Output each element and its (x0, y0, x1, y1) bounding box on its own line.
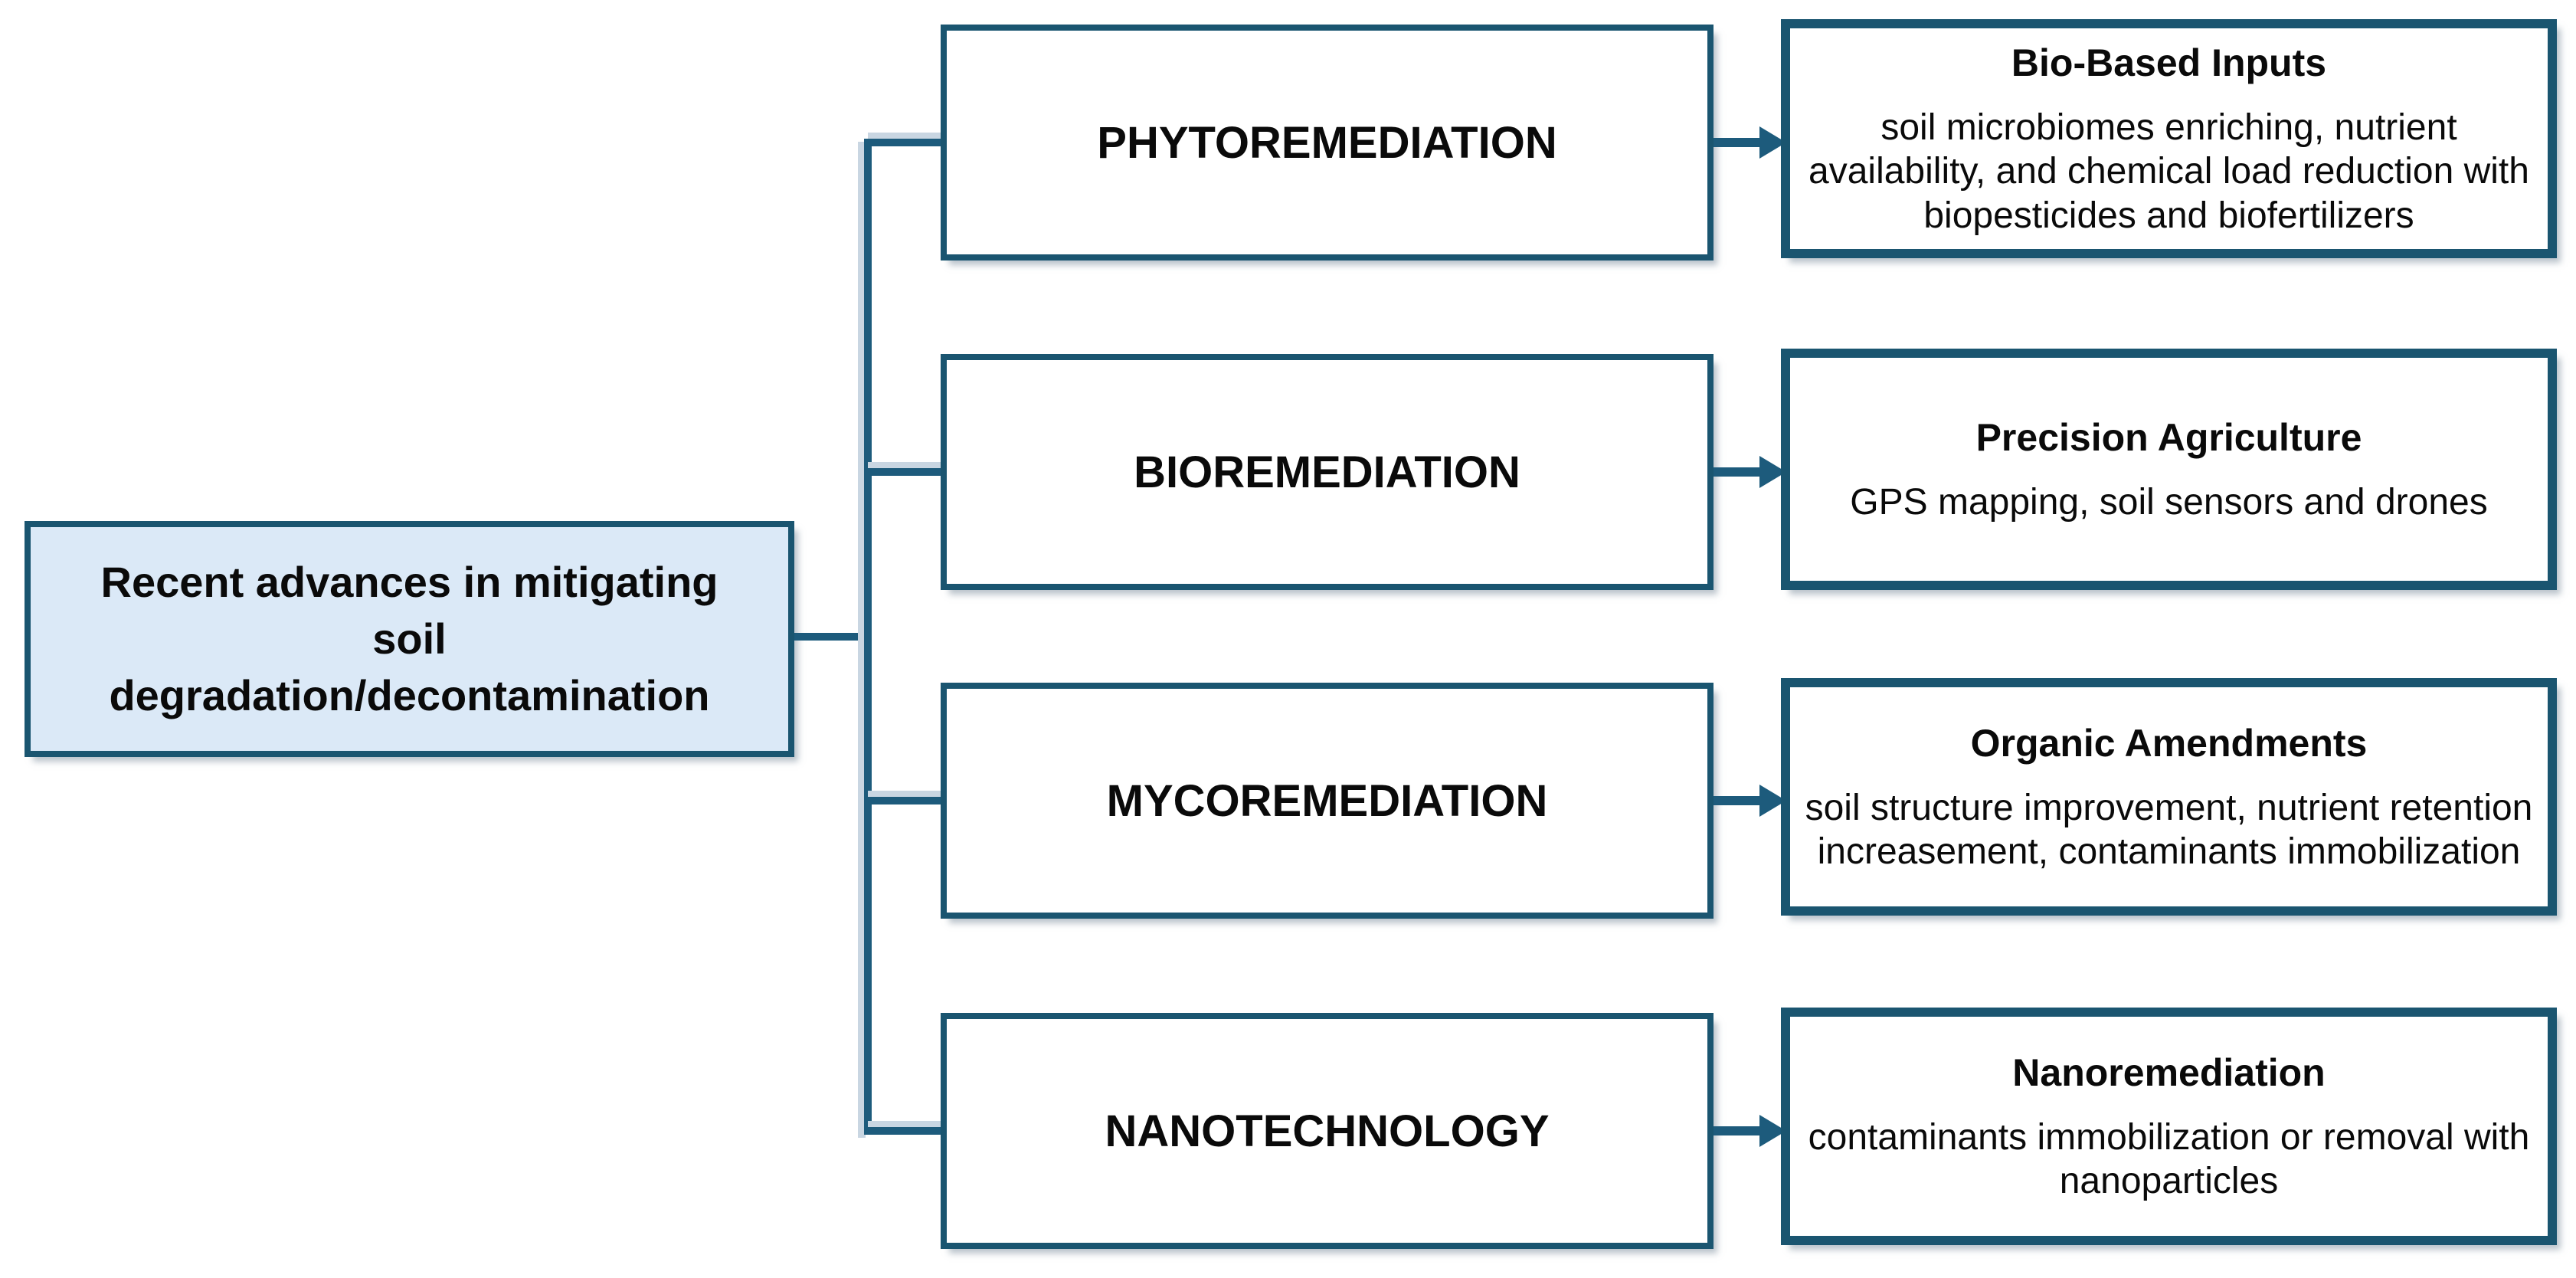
detail-body: contaminants immobilization or removal w… (1808, 1116, 2530, 1201)
root-connector-line (794, 633, 868, 641)
detail-node-nanoremediation: Nanoremediation contaminants immobilizat… (1781, 1008, 2557, 1245)
detail-node-precision-agriculture: Precision Agriculture GPS mapping, soil … (1781, 349, 2557, 590)
branch-connector-line-4 (868, 1127, 941, 1135)
root-node: Recent advances in mitigating soil degra… (25, 521, 794, 757)
branch-connector-line-1 (868, 139, 941, 146)
detail-title: Precision Agriculture (1975, 415, 2362, 459)
right-arrow-icon (1714, 125, 1786, 160)
branch-connector-line-3 (868, 797, 941, 804)
detail-body: GPS mapping, soil sensors and drones (1850, 481, 2488, 523)
branch-node-nanotechnology: NANOTECHNOLOGY (941, 1013, 1714, 1249)
detail-node-organic-amendments: Organic Amendments soil structure improv… (1781, 678, 2557, 916)
detail-node-bio-based-inputs: Bio-Based Inputs soil microbiomes enrich… (1781, 19, 2557, 258)
branch-node-bioremediation: BIOREMEDIATION (941, 354, 1714, 590)
spine-connector-line (864, 139, 872, 1135)
branch-node-phytoremediation: PHYTOREMEDIATION (941, 25, 1714, 261)
branch-connector-line-2 (868, 468, 941, 476)
right-arrow-icon (1714, 1113, 1786, 1149)
detail-body: soil structure improvement, nutrient ret… (1805, 787, 2533, 872)
detail-title: Organic Amendments (1970, 721, 2368, 765)
right-arrow-icon (1714, 454, 1786, 490)
branch-node-mycoremediation: MYCOREMEDIATION (941, 683, 1714, 919)
detail-title: Bio-Based Inputs (2011, 41, 2327, 85)
detail-title: Nanoremediation (2012, 1050, 2326, 1094)
detail-body: soil microbiomes enriching, nutrient ava… (1808, 107, 2529, 236)
right-arrow-icon (1714, 783, 1786, 818)
